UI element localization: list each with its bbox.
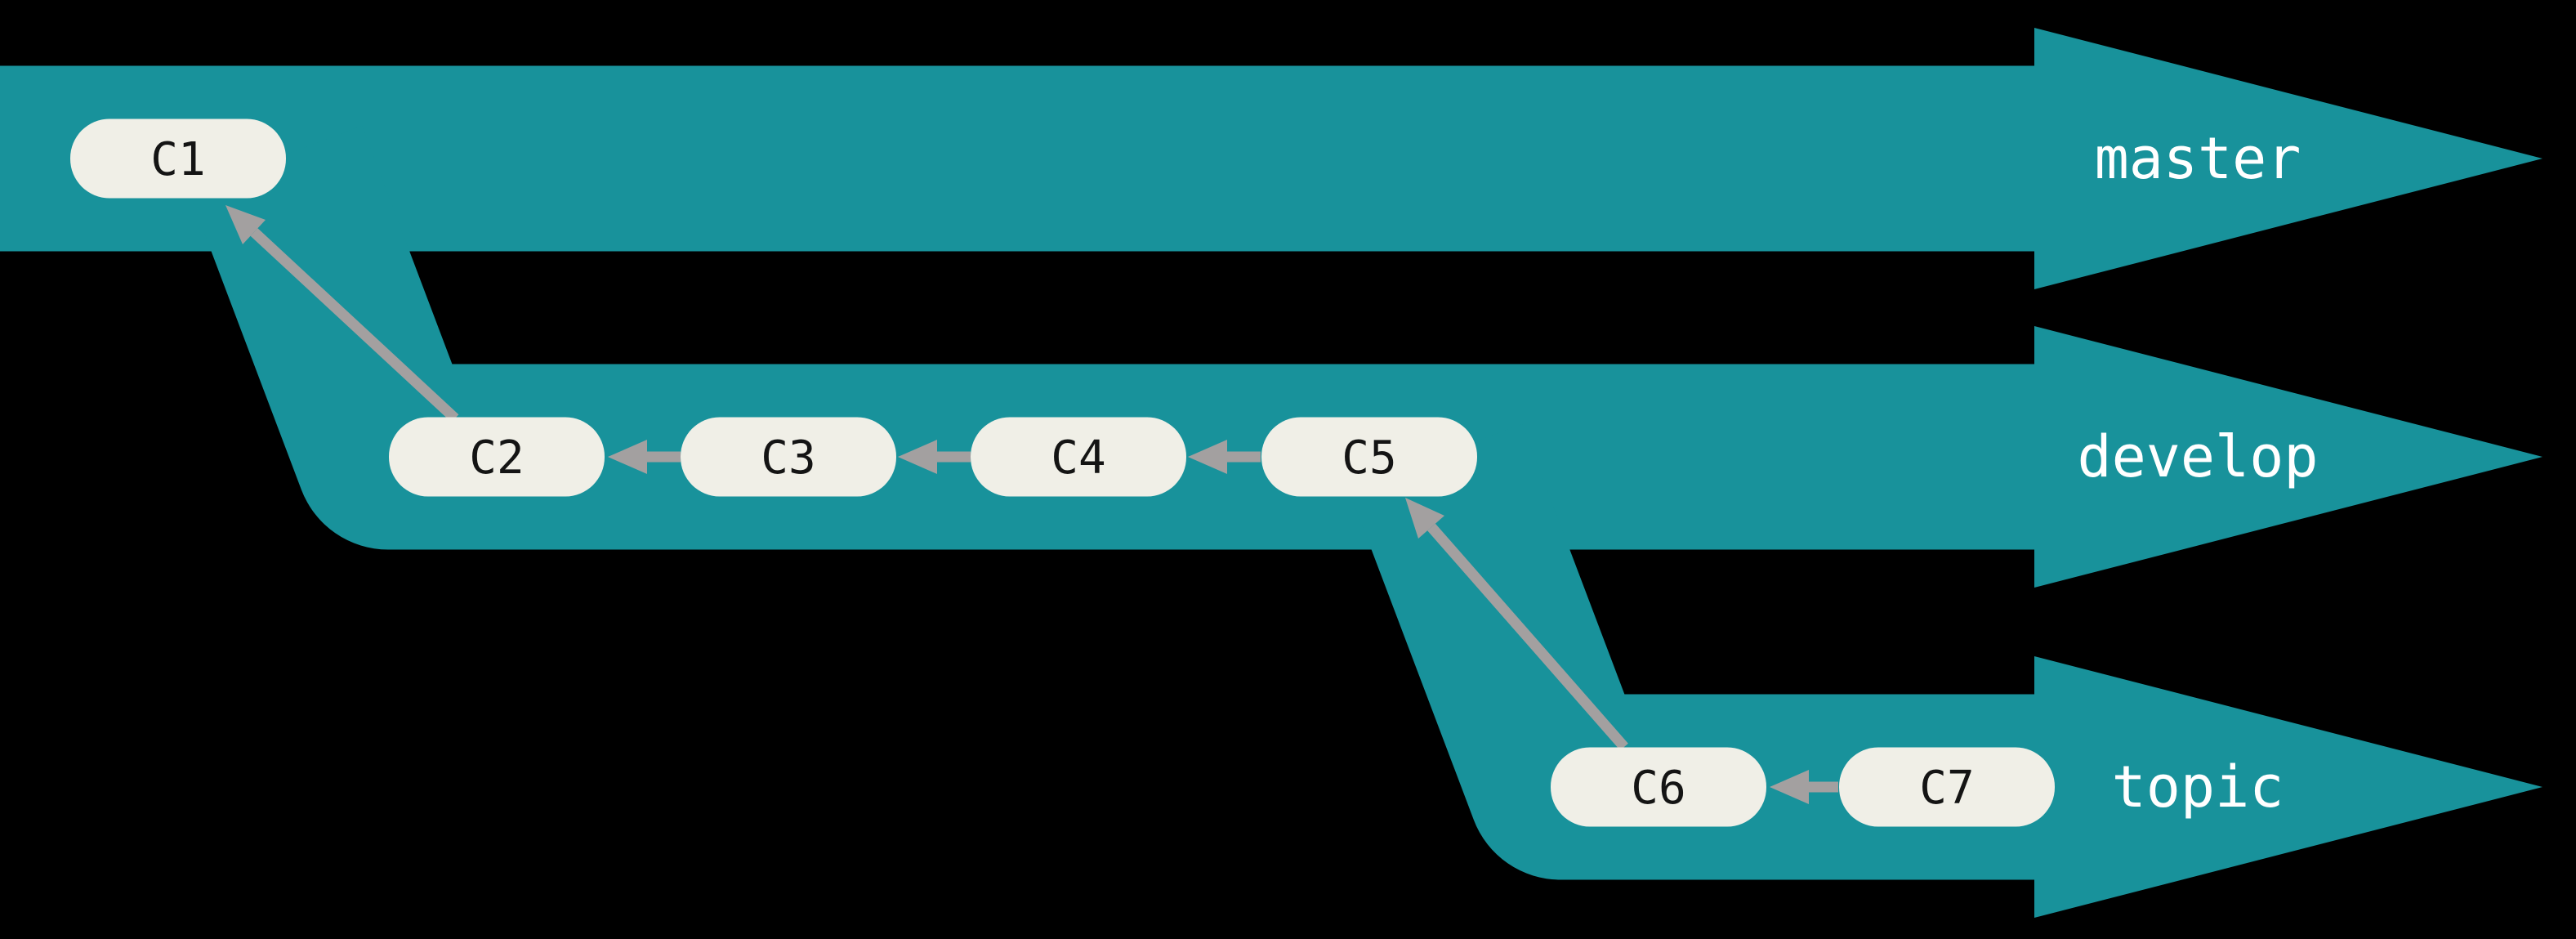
- commit-node-c4: C4: [971, 417, 1186, 497]
- commit-node-c3: C3: [681, 417, 896, 497]
- arrow-c6-to-c5: [1405, 498, 1628, 751]
- arrow-shaft: [250, 228, 459, 423]
- arrow-head: [1188, 440, 1227, 474]
- commit-label: C1: [150, 133, 205, 186]
- develop-arrowhead: [2034, 326, 2543, 588]
- arrow-head: [898, 440, 937, 474]
- commit-label: C6: [1631, 762, 1685, 815]
- arrow-c2-to-c1: [225, 205, 459, 423]
- commit-node-c6: C6: [1551, 747, 1766, 827]
- commit-pill: [1551, 747, 1766, 827]
- commit-pill: [1261, 417, 1477, 497]
- arrow-head: [225, 205, 266, 244]
- commit-node-c1: C1: [70, 118, 286, 199]
- commit-pill: [70, 118, 286, 199]
- branch-label-develop: develop: [2077, 423, 2318, 490]
- master-arrowhead: [2034, 28, 2543, 289]
- arrow-shaft: [1427, 523, 1628, 751]
- arrow-c5-to-c4: [1188, 440, 1261, 474]
- commit-pill: [971, 417, 1186, 497]
- commit-label: C3: [761, 431, 815, 485]
- commit-label: C7: [1919, 762, 1974, 815]
- topic-arrowhead: [2034, 656, 2543, 918]
- commit-pill: [681, 417, 896, 497]
- arrow-c3-to-c2: [608, 440, 681, 474]
- commit-pill: [389, 417, 605, 497]
- arrow-c7-to-c6: [1770, 770, 1838, 804]
- branch-label-topic: topic: [2112, 753, 2284, 821]
- arrow-head: [1770, 770, 1809, 804]
- commit-label: C4: [1051, 431, 1105, 485]
- branch-label-master: master: [2095, 125, 2301, 192]
- commit-node-c5: C5: [1261, 417, 1477, 497]
- arrow-c4-to-c3: [898, 440, 971, 474]
- arrow-head: [1405, 498, 1444, 539]
- commit-label: C5: [1342, 431, 1396, 485]
- commit-pill: [1839, 747, 2055, 827]
- commit-node-c2: C2: [389, 417, 605, 497]
- commit-node-c7: C7: [1839, 747, 2055, 827]
- commit-label: C2: [469, 431, 524, 485]
- arrow-head: [608, 440, 647, 474]
